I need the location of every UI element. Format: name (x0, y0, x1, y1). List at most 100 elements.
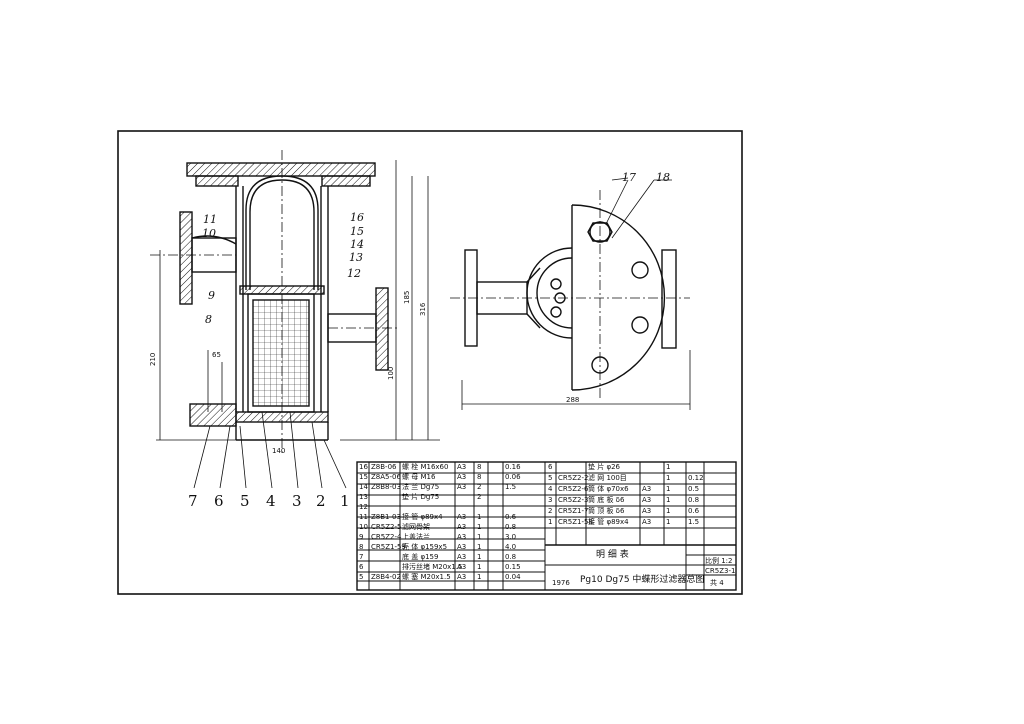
drawing-border (117, 130, 743, 595)
bom-cell-wt: 1.5 (505, 483, 517, 491)
bom-cell-name: 螺 塞 M20x1.5 (402, 573, 451, 581)
bom-cell-code: CR5Z1-58 (558, 518, 593, 526)
drawing-title: Pg10 Dg75 中蝶形过滤器总图 (580, 575, 705, 585)
bom-cell-name: 壳 体 φ159x5 (402, 543, 448, 551)
dimension-label: 316 (419, 302, 427, 316)
bom-cell-wt: 0.8 (688, 496, 700, 504)
bom-cell-name: 滤 网 100目 (588, 474, 627, 482)
bom-cell-qty: 1 (477, 513, 482, 521)
part-label-13: 13 (349, 251, 363, 264)
bom-cell-code: Z8B-06 (371, 463, 397, 471)
bom-cell-code: CR5Z2-5 (371, 523, 402, 531)
bom-cell-mat: A3 (457, 563, 467, 571)
bom-cell-code: CR5Z2-3 (558, 496, 589, 504)
bom-cell-qty: 1 (477, 553, 482, 561)
bom-cell-wt: 0.06 (505, 473, 521, 481)
bom-cell-no: 12 (359, 503, 368, 511)
drawing-number: CR5Z3-1 (705, 567, 736, 575)
bom-cell-no: 8 (359, 543, 364, 551)
dimension-lines (156, 160, 440, 441)
bom-cell-mat: A3 (457, 573, 467, 581)
part-label-16: 16 (350, 211, 364, 224)
leader-lines (193, 411, 347, 489)
part-label-18: 18 (656, 171, 670, 184)
part-label-1: 1 (340, 492, 350, 510)
bom-cell-wt: 0.04 (505, 573, 521, 581)
part-label-17: 17 (622, 171, 636, 184)
bom-cell-mat: A3 (642, 518, 652, 526)
bom-cell-qty: 1 (477, 563, 482, 571)
bom-cell-no: 5 (359, 573, 364, 581)
bom-cell-code: Z8B4-02 (371, 573, 401, 581)
bom-cell-name: 垫 片 Dg75 (402, 493, 440, 501)
bom-cell-mat: A3 (642, 496, 652, 504)
bom-cell-wt: 0.16 (505, 463, 521, 471)
bom-cell-wt: 0.8 (505, 553, 517, 561)
bom-cell-no: 3 (548, 496, 553, 504)
bom-cell-mat: A3 (642, 507, 652, 515)
bom-cell-name: 螺 母 M16 (402, 473, 436, 481)
bom-cell-no: 6 (359, 563, 364, 571)
bom-cell-wt: 0.15 (505, 563, 521, 571)
bom-cell-qty: 8 (477, 463, 482, 471)
bom-cell-mat: A3 (457, 523, 467, 531)
bom-cell-no: 6 (548, 463, 553, 471)
parts-list-title: 明 细 表 (596, 550, 629, 560)
bom-cell-code: Z8B1-03 (371, 513, 401, 521)
bom-cell-name: 筒 底 板 δ6 (588, 496, 625, 504)
bom-cell-name: 垫 片 φ26 (588, 463, 620, 471)
bom-cell-qty: 1 (477, 573, 482, 581)
part-label-6: 6 (214, 492, 224, 510)
dimension-label: 140 (272, 447, 286, 455)
bom-cell-mat: A3 (457, 473, 467, 481)
bom-cell-name: 接 管 φ89x4 (588, 518, 629, 526)
bom-cell-name: 上盖法兰 (402, 533, 430, 541)
scale-note: 比例 1:2 (705, 557, 733, 565)
bom-cell-no: 4 (548, 485, 553, 493)
sheet-count: 共 4 (710, 579, 724, 587)
bom-cell-mat: A3 (457, 543, 467, 551)
dimension-label: 288 (566, 396, 580, 404)
bom-cell-no: 1 (548, 518, 553, 526)
bom-cell-wt: 4.0 (505, 543, 517, 551)
bom-cell-wt: 3.0 (505, 533, 517, 541)
bom-cell-no: 13 (359, 493, 368, 501)
bom-cell-code: CR5Z2-2 (558, 474, 589, 482)
dimension-label: 185 (403, 290, 411, 304)
bom-cell-qty: 1 (666, 463, 671, 471)
bom-cell-name: 滤网骨架 (402, 523, 430, 531)
bom-cell-no: 7 (359, 553, 364, 561)
bom-cell-name: 筒 体 φ70x6 (588, 485, 629, 493)
bom-cell-mat: A3 (457, 513, 467, 521)
bom-cell-name: 排污丝堵 M20x1.5 (402, 563, 463, 571)
bom-cell-qty: 1 (666, 518, 671, 526)
bom-cell-no: 9 (359, 533, 364, 541)
bom-cell-name: 法 兰 Dg75 (402, 483, 440, 491)
bom-cell-code: CR5Z2-4 (371, 533, 402, 541)
part-label-7: 7 (188, 492, 198, 510)
dimension-label: 65 (212, 351, 221, 359)
bom-cell-wt: 1.5 (688, 518, 700, 526)
side-view (450, 177, 691, 410)
bom-cell-qty: 2 (477, 483, 482, 491)
bom-cell-no: 10 (359, 523, 368, 531)
bom-cell-wt: 0.6 (688, 507, 700, 515)
bom-cell-qty: 1 (666, 507, 671, 515)
part-label-5: 5 (240, 492, 250, 510)
bom-cell-qty: 2 (477, 493, 482, 501)
bom-cell-code: Z8A5-06 (371, 473, 401, 481)
part-label-2: 2 (316, 492, 326, 510)
bom-cell-mat: A3 (457, 533, 467, 541)
part-label-12: 12 (347, 267, 361, 280)
bom-cell-code: CR5Z1-59 (371, 543, 406, 551)
bom-cell-mat: A3 (457, 483, 467, 491)
bom-cell-qty: 1 (477, 533, 482, 541)
bom-cell-qty: 1 (666, 474, 671, 482)
bom-cell-no: 5 (548, 474, 553, 482)
bom-cell-name: 螺 栓 M16x60 (402, 463, 449, 471)
bom-cell-wt: 0.8 (505, 523, 517, 531)
bom-cell-no: 11 (359, 513, 368, 521)
bom-cell-name: 底 盖 φ159 (402, 553, 439, 561)
bom-cell-mat: A3 (642, 485, 652, 493)
